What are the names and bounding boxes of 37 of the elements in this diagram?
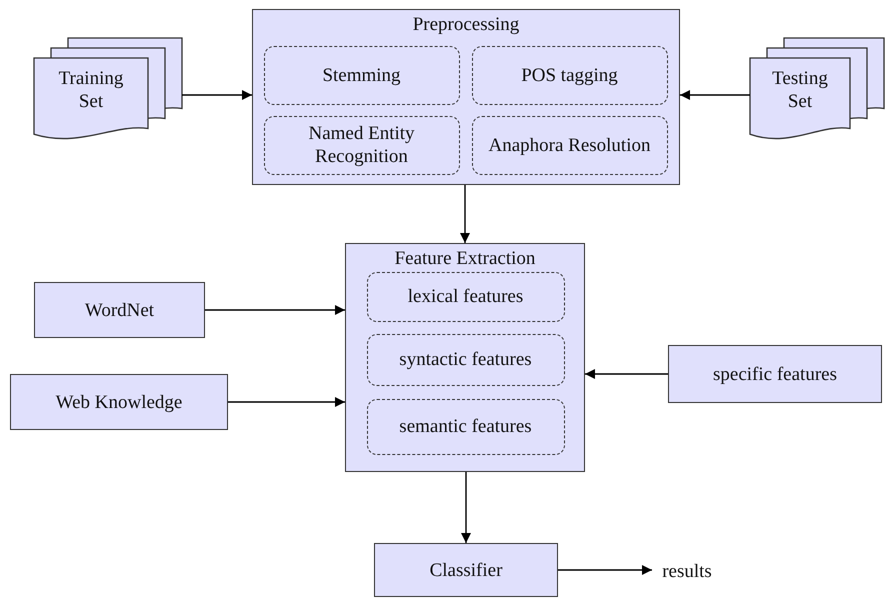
group-title: Preprocessing [412,14,520,35]
arrow [558,565,652,575]
dashed-box [472,116,668,174]
arrow [228,397,345,407]
arrow [460,185,470,243]
node-label: Anaphora Resolution [488,134,650,156]
dashed-box [366,334,564,386]
node-label: Named Entity Recognition [308,123,415,167]
arrow [680,90,750,100]
node-label: semantic features [399,416,532,437]
node-label: syntactic features [399,349,532,370]
arrow [182,90,252,100]
group-title: Feature Extraction [394,248,536,269]
node-label: Stemming [322,64,401,86]
process-box [668,345,882,403]
arrow [585,369,668,379]
dashed-box [366,398,564,454]
process-box [374,543,558,597]
process-box [34,282,205,338]
node-label: Testing Set [772,67,828,113]
arrow [461,472,471,543]
node-label: POS tagging [521,64,618,86]
node-label: results [662,560,712,582]
node-label: Web Knowledge [56,392,182,412]
node-label: specific features [713,364,837,384]
group-box [252,9,680,185]
node-label: lexical features [408,286,524,307]
dashed-box [366,272,564,322]
dashed-box [264,116,460,174]
process-box [10,374,228,430]
node-label: Training Set [58,67,124,113]
dashed-box [264,46,460,104]
node-label: WordNet [84,300,154,320]
dashed-box [472,46,668,104]
arrow [205,305,345,315]
group-box [345,243,585,472]
node-label: Classifier [430,560,502,580]
